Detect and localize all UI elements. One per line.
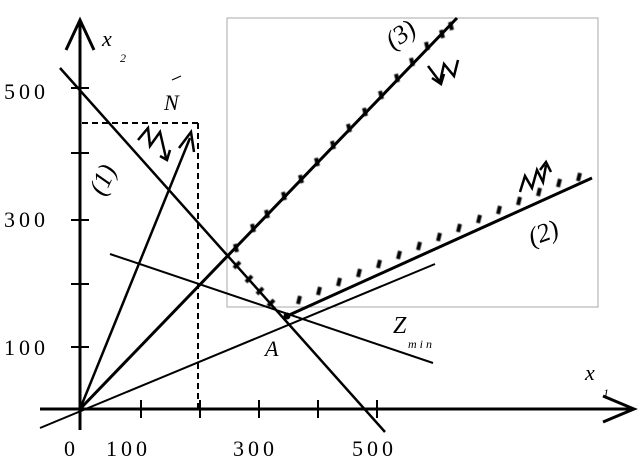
- x-axis-arrowhead: [602, 394, 638, 424]
- direction-mark-vector-n: [137, 124, 172, 162]
- point-a-label: A: [263, 336, 279, 361]
- hatching-line-3: [233, 21, 454, 253]
- hatching-line-2: [296, 172, 582, 305]
- direction-mark-line-3: [427, 59, 460, 86]
- x-tick-300: 300: [233, 436, 278, 461]
- y-tick-500: 500: [4, 79, 49, 104]
- line-2-label: (2): [524, 214, 562, 252]
- line-3-label: (3): [380, 14, 421, 55]
- x-axis-label-sub: 1: [603, 386, 609, 400]
- y-tick-300: 300: [4, 207, 49, 232]
- zmin-line: [109, 253, 434, 364]
- x-tick-0: 0: [64, 436, 79, 461]
- line-1-label: (1): [83, 160, 122, 200]
- y-axis-label: x: [101, 26, 112, 51]
- x-tick-500: 500: [352, 436, 397, 461]
- point-a-marker: [283, 312, 291, 320]
- direction-mark-line-2: [518, 159, 553, 193]
- ray-origin-to-a: [39, 263, 436, 429]
- hatching-line-1: [232, 260, 276, 308]
- y-axis-arrowhead: [64, 16, 96, 51]
- x-axis-label: x: [584, 360, 595, 385]
- normal-vector-line: [78, 137, 192, 410]
- x-tick-100: 100: [106, 436, 151, 461]
- vector-n-overbar: [171, 75, 182, 81]
- x-tick-marks: [140, 400, 378, 418]
- constraint-line-2: [286, 176, 593, 318]
- y-axis-label-sub: 2: [120, 51, 126, 65]
- y-tick-100: 100: [4, 335, 49, 360]
- zmin-label: Z: [393, 313, 407, 339]
- constraint-line-1: [59, 67, 386, 433]
- region-frame: [226, 17, 599, 308]
- y-tick-marks: [71, 87, 89, 348]
- normal-vector-arrowhead: [178, 128, 196, 153]
- vector-n-label: N: [163, 90, 180, 115]
- zmin-label-sub: min: [408, 337, 435, 351]
